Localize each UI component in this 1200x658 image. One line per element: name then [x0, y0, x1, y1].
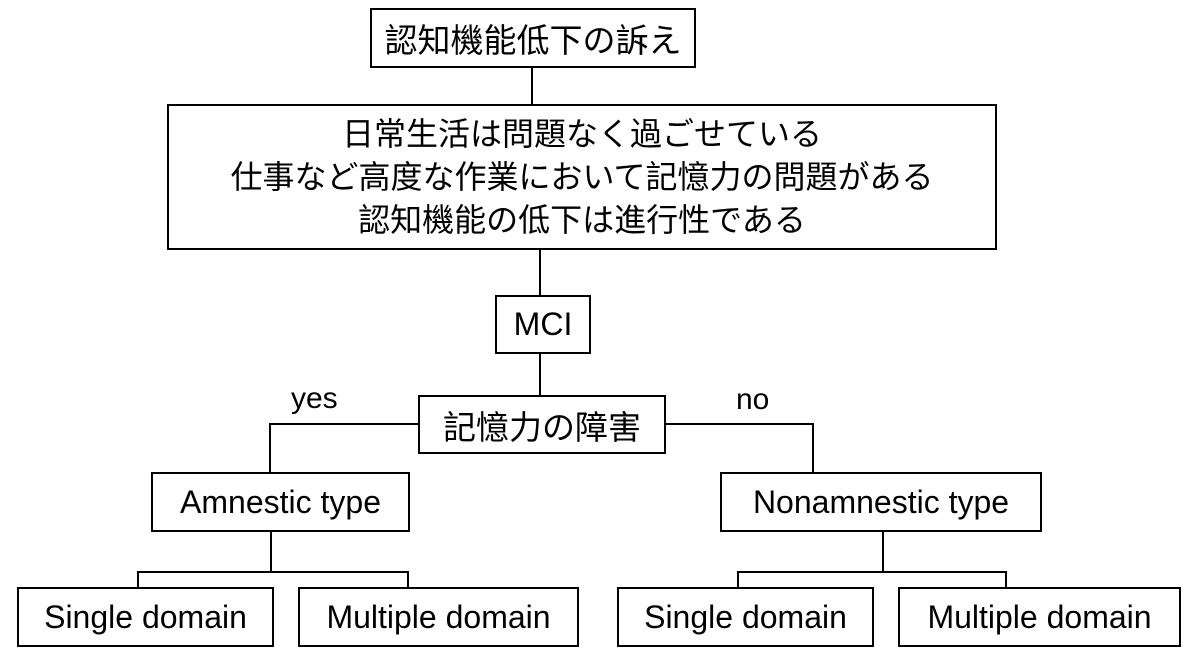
- yes-label: yes: [291, 382, 338, 415]
- connector-yes-vertical: [269, 423, 271, 473]
- connector-nonamnestic-right: [1005, 571, 1007, 588]
- connector-mci-decision: [539, 353, 541, 396]
- decision-node: 記憶力の障害: [418, 395, 666, 454]
- no-label: no: [736, 383, 770, 416]
- connector-criteria-mci: [539, 249, 541, 296]
- criteria-line-2: 仕事など高度な作業において記憶力の問題がある: [230, 157, 934, 196]
- connector-amnestic-stem: [270, 531, 272, 573]
- root-node: 認知機能低下の訴え: [370, 8, 696, 68]
- nonamnestic-single-domain-node: Single domain: [617, 587, 874, 647]
- connector-amnestic-bar: [137, 571, 409, 573]
- criteria-line-3: 認知機能の低下は進行性である: [358, 200, 806, 239]
- criteria-node: 日常生活は問題なく過ごせている 仕事など高度な作業において記憶力の問題がある 認…: [167, 104, 997, 250]
- connector-root-criteria: [531, 67, 533, 105]
- connector-amnestic-right: [407, 571, 409, 588]
- connector-no-horizontal: [665, 423, 814, 425]
- connector-nonamnestic-bar: [737, 571, 1007, 573]
- nonamnestic-multiple-domain-node: Multiple domain: [898, 587, 1181, 647]
- amnestic-node: Amnestic type: [151, 472, 410, 532]
- amnestic-node-label: Amnestic type: [180, 483, 381, 520]
- criteria-line-1: 日常生活は問題なく過ごせている: [341, 114, 822, 153]
- mci-node-label: MCI: [513, 306, 573, 342]
- nonamnestic-multiple-domain-label: Multiple domain: [927, 598, 1152, 635]
- mci-node: MCI: [495, 295, 591, 354]
- amnestic-multiple-domain-label: Multiple domain: [326, 598, 551, 635]
- decision-node-label: 記憶力の障害: [443, 407, 641, 447]
- connector-amnestic-left: [137, 571, 139, 588]
- amnestic-single-domain-node: Single domain: [17, 587, 274, 647]
- connector-yes-horizontal: [269, 423, 419, 425]
- connector-no-vertical: [812, 423, 814, 473]
- root-node-label: 認知機能低下の訴え: [384, 21, 682, 60]
- nonamnestic-node-label: Nonamnestic type: [752, 483, 1010, 520]
- nonamnestic-node: Nonamnestic type: [720, 472, 1042, 532]
- amnestic-single-domain-label: Single domain: [44, 598, 247, 635]
- amnestic-multiple-domain-node: Multiple domain: [298, 587, 579, 647]
- nonamnestic-single-domain-label: Single domain: [644, 598, 847, 635]
- connector-nonamnestic-stem: [882, 531, 884, 573]
- connector-nonamnestic-left: [737, 571, 739, 588]
